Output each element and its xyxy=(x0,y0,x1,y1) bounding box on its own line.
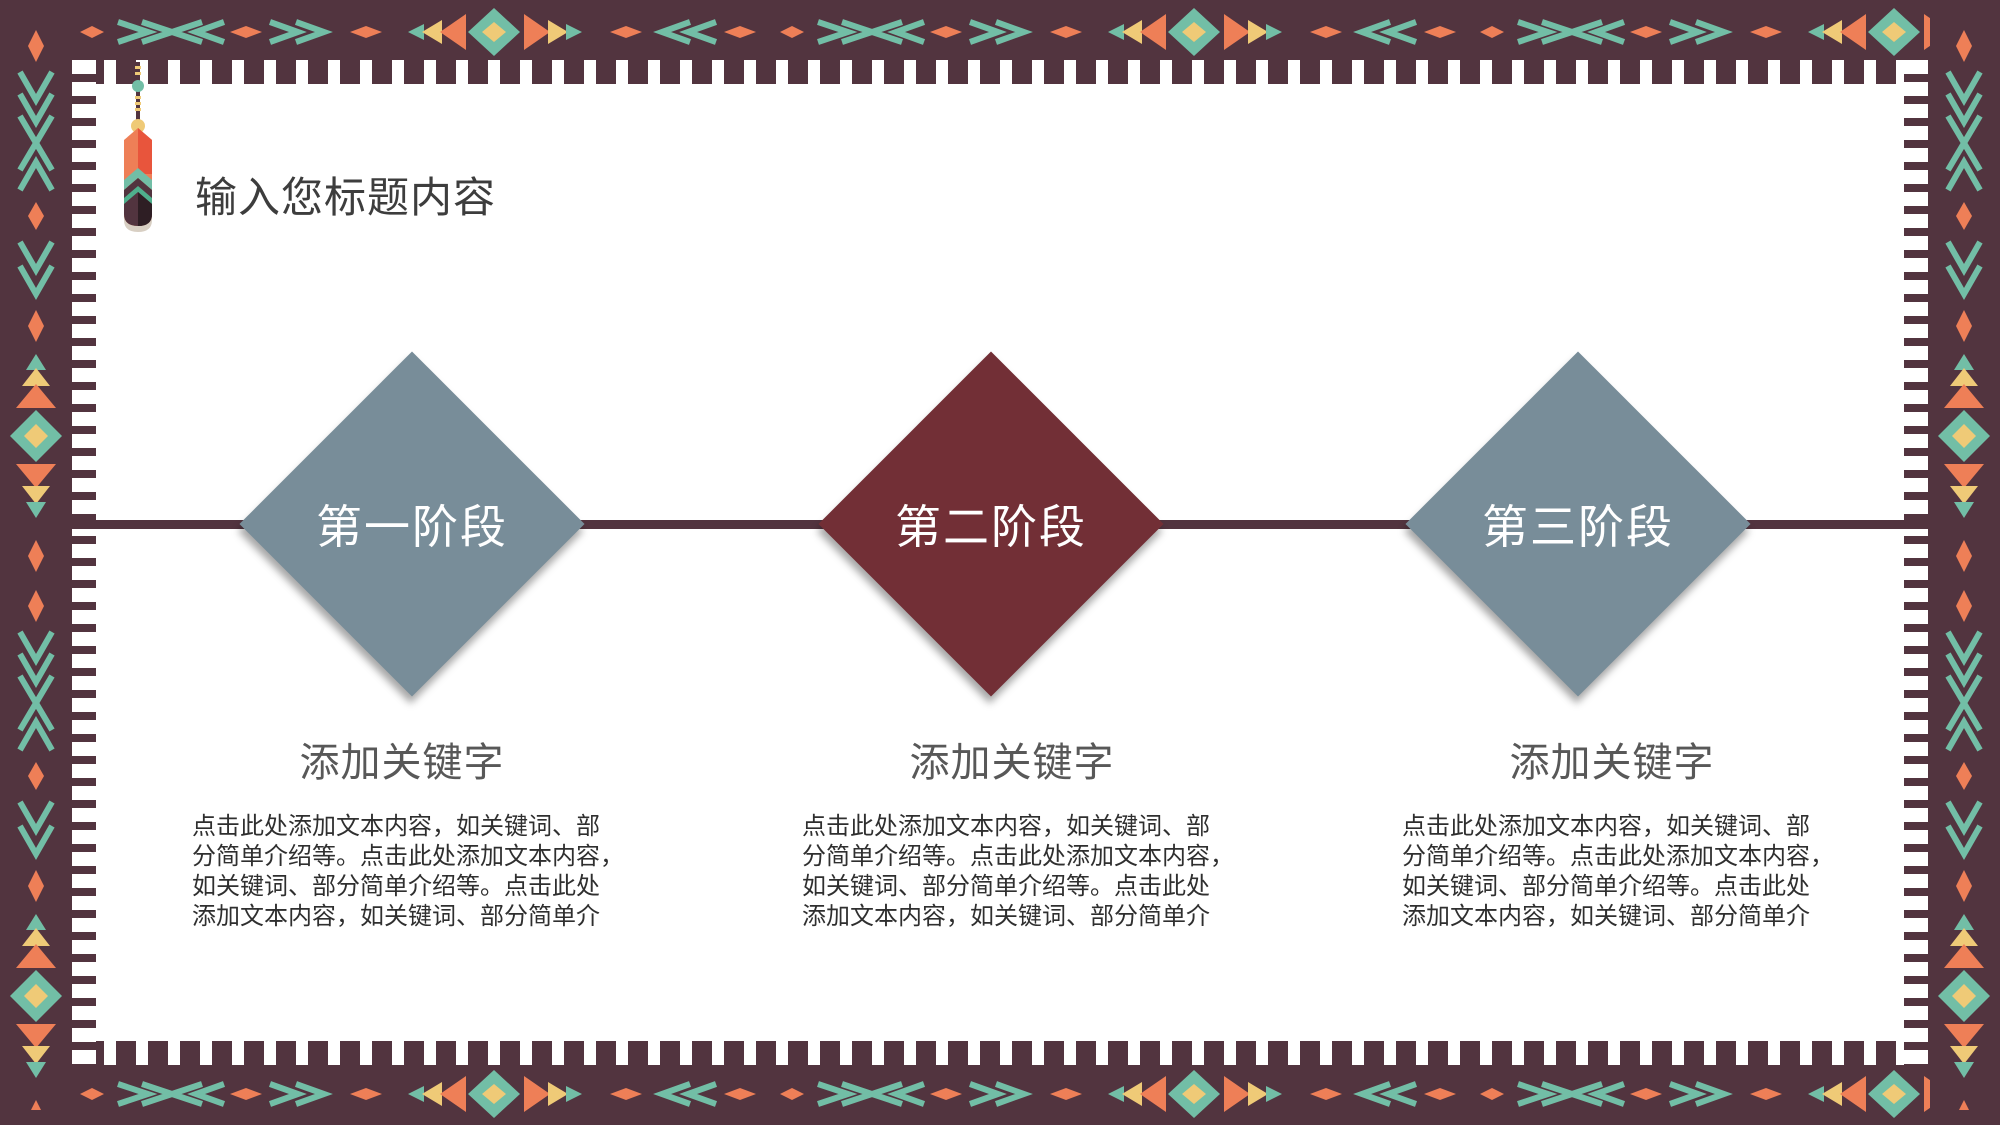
stage-1-label: 第一阶段 xyxy=(316,500,508,554)
body-line: 分简单介绍等。点击此处添加文本内容， xyxy=(802,842,1234,870)
stage-2-description: 添加关键字 点击此处添加文本内容，如关键词、部 分简单介绍等。点击此处添加文本内… xyxy=(782,735,1242,931)
feather-icon xyxy=(118,62,158,232)
body-line: 添加文本内容，如关键词、部分简单介 xyxy=(1402,902,1810,930)
body-line: 分简单介绍等。点击此处添加文本内容， xyxy=(1402,842,1834,870)
stage-2-body-text[interactable]: 点击此处添加文本内容，如关键词、部 分简单介绍等。点击此处添加文本内容， 如关键… xyxy=(782,811,1242,931)
stage-2-diamond[interactable]: 第二阶段 xyxy=(818,351,1164,697)
bottom-comb-edge xyxy=(72,1041,1928,1065)
right-comb-edge xyxy=(1904,60,1928,1065)
slide-title[interactable]: 输入您标题内容 xyxy=(195,173,497,222)
body-line: 点击此处添加文本内容，如关键词、部 xyxy=(192,812,600,840)
body-line: 如关键词、部分简单介绍等。点击此处 xyxy=(1402,872,1810,900)
stage-3-body-text[interactable]: 点击此处添加文本内容，如关键词、部 分简单介绍等。点击此处添加文本内容， 如关键… xyxy=(1382,811,1842,931)
stage-1-body-text[interactable]: 点击此处添加文本内容，如关键词、部 分简单介绍等。点击此处添加文本内容， 如关键… xyxy=(172,811,632,931)
stage-1-description: 添加关键字 点击此处添加文本内容，如关键词、部 分简单介绍等。点击此处添加文本内… xyxy=(172,735,632,931)
stage-1-diamond[interactable]: 第一阶段 xyxy=(239,351,585,697)
body-line: 添加文本内容，如关键词、部分简单介 xyxy=(802,902,1210,930)
left-comb-edge xyxy=(72,60,96,1065)
body-line: 点击此处添加文本内容，如关键词、部 xyxy=(1402,812,1810,840)
stage-2-label: 第二阶段 xyxy=(895,500,1087,554)
right-border-pattern xyxy=(1934,20,1994,1110)
body-line: 分简单介绍等。点击此处添加文本内容， xyxy=(192,842,624,870)
stage-3-label: 第三阶段 xyxy=(1482,500,1674,554)
bottom-border-pattern xyxy=(70,1068,1930,1120)
top-border-pattern xyxy=(70,6,1930,58)
top-comb-edge xyxy=(72,60,1928,84)
body-line: 点击此处添加文本内容，如关键词、部 xyxy=(802,812,1210,840)
body-line: 如关键词、部分简单介绍等。点击此处 xyxy=(802,872,1210,900)
stage-3-description: 添加关键字 点击此处添加文本内容，如关键词、部 分简单介绍等。点击此处添加文本内… xyxy=(1382,735,1842,931)
stage-3-diamond[interactable]: 第三阶段 xyxy=(1405,351,1751,697)
stage-3-keyword[interactable]: 添加关键字 xyxy=(1509,740,1715,786)
left-border-pattern xyxy=(6,20,66,1110)
stage-1-keyword[interactable]: 添加关键字 xyxy=(299,740,505,786)
body-line: 添加文本内容，如关键词、部分简单介 xyxy=(192,902,600,930)
body-line: 如关键词、部分简单介绍等。点击此处 xyxy=(192,872,600,900)
stage-2-keyword[interactable]: 添加关键字 xyxy=(909,740,1115,786)
